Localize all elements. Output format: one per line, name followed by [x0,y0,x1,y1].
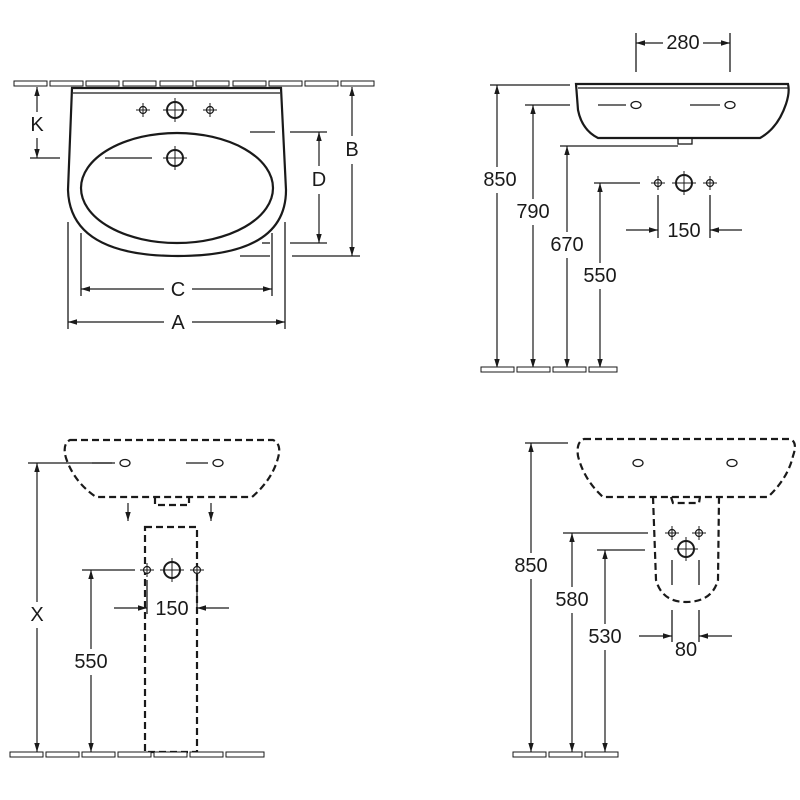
dim-label-150: 150 [155,598,188,620]
tap-hole-icon [119,458,131,468]
dim-label-530: 530 [588,626,621,648]
waste-hole-icon [159,557,185,583]
waste-hole-icon [671,170,697,196]
supply-hole-icon [702,175,718,191]
dim-label-670: 670 [550,234,583,256]
front-view: 280 850 790 670 550 150 [478,31,790,373]
supply-hole-icon [189,562,205,578]
dim-label-d: D [312,169,326,191]
dim-label-850: 850 [483,169,516,191]
semi-pedestal-dashed [651,496,721,604]
basin-bowl [79,131,275,245]
dim-label-790: 790 [516,201,549,223]
wall-tiles [13,80,375,87]
dim-label-150: 150 [667,220,700,242]
top-view: K B D C A [13,80,375,334]
supply-hole-icon [139,562,155,578]
tap-hole-icon [202,102,218,118]
supply-hole-icon [664,525,680,541]
supply-hole-icon [650,175,666,191]
tap-hole-icon [632,458,644,468]
dim-label-580: 580 [555,589,588,611]
basin-dashed-outline [63,438,281,499]
basin-outline [66,86,288,258]
dim-label-b: B [345,139,358,161]
dim-label-c: C [171,279,185,301]
dim-label-550: 550 [74,651,107,673]
dim-label-80: 80 [675,639,697,661]
tap-hole-icon [135,102,151,118]
dim-label-550: 550 [583,265,616,287]
overflow-drain-icon [162,145,188,171]
tap-hole-icon [630,100,642,110]
tap-hole-icon [162,97,188,123]
supply-hole-icon [691,525,707,541]
floor-tiles [512,751,619,758]
dim-label-280: 280 [666,32,699,54]
basin-dashed-outline [576,437,797,499]
pedestal-dashed [143,525,199,754]
floor-tiles [480,366,618,373]
pedestal-view: X 550 150 [9,438,281,758]
basin-front-outline [574,82,790,140]
tap-hole-icon [212,458,224,468]
semi-pedestal-view: 850 580 530 80 [509,437,797,758]
waste-hole-icon [673,536,699,562]
floor-tiles [9,751,265,758]
dim-label-x: X [30,604,43,626]
dim-label-a: A [171,312,185,334]
dim-label-850: 850 [514,555,547,577]
dim-label-k: K [30,114,44,136]
tap-hole-icon [724,100,736,110]
tap-hole-icon [726,458,738,468]
